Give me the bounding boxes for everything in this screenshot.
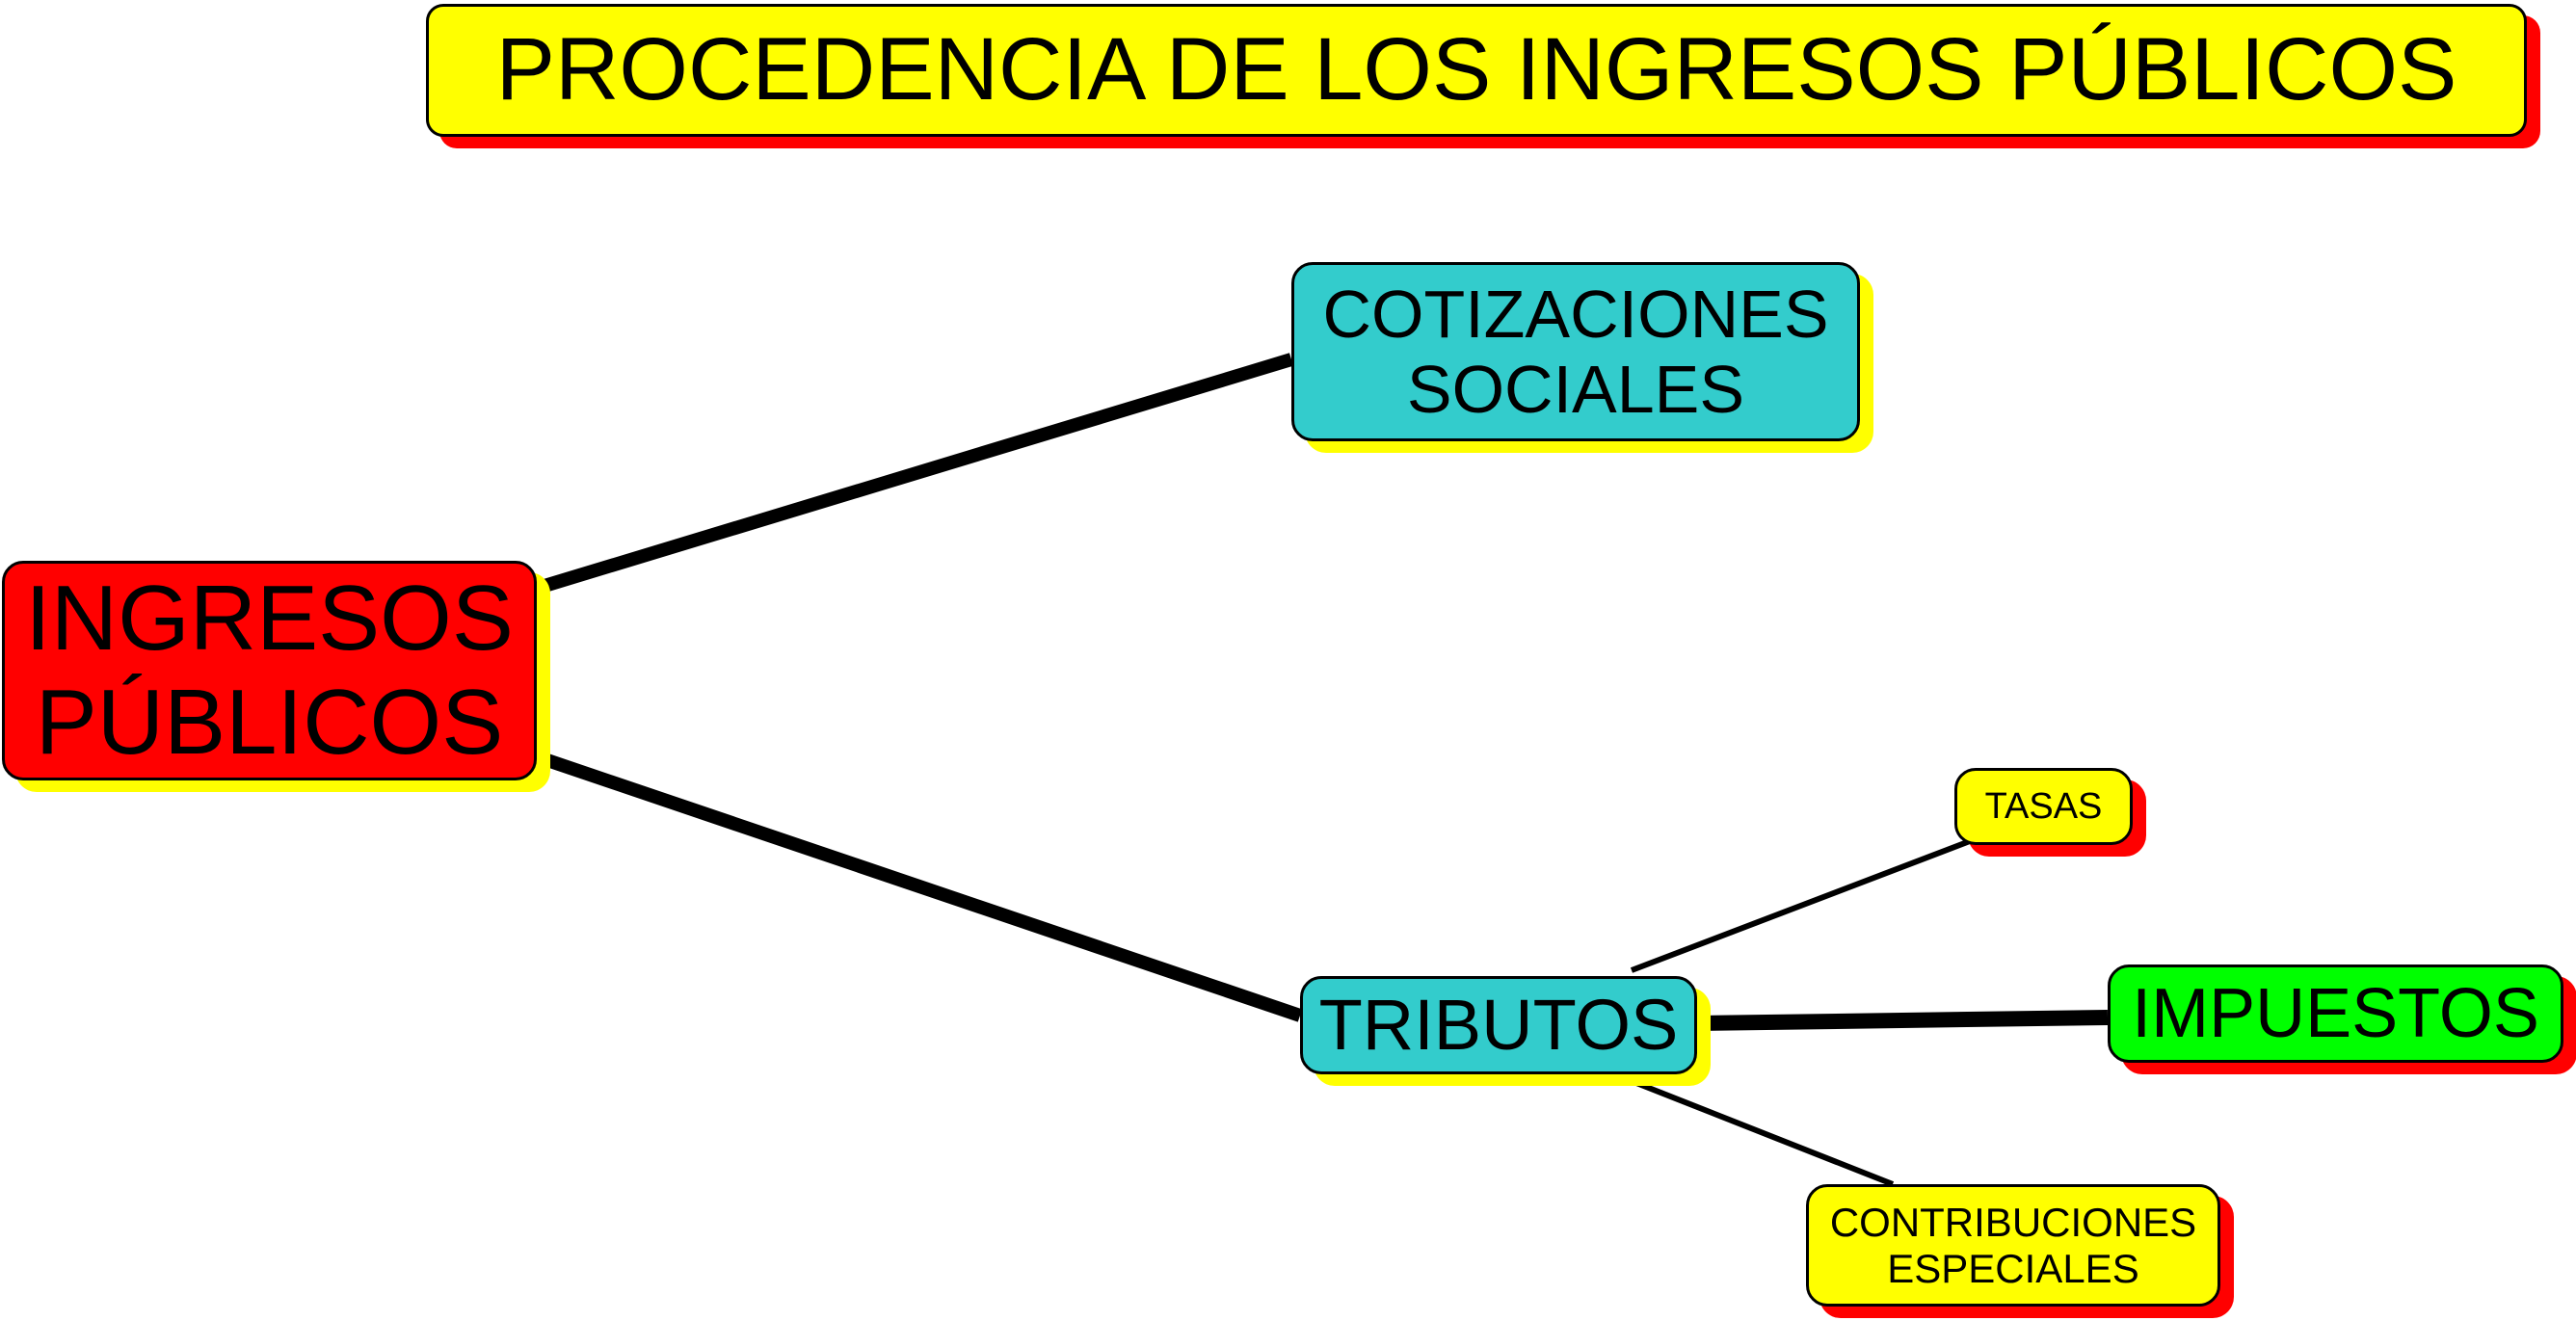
edge-tributos-tasas	[1630, 838, 1972, 973]
node-cotizaciones-line2: SOCIALES	[1406, 352, 1745, 427]
node-cotizaciones-line1: COTIZACIONES	[1322, 276, 1829, 352]
edge-root-cotizaciones	[542, 353, 1294, 593]
page-title-text: PROCEDENCIA DE LOS INGRESOS PÚBLICOS	[495, 20, 2457, 119]
node-impuestos: IMPUESTOS	[2108, 964, 2563, 1063]
node-contribuciones-especiales: CONTRIBUCIONES ESPECIALES	[1806, 1184, 2220, 1307]
node-ingresos-publicos-line1: INGRESOS	[25, 567, 514, 671]
edge-root-tributos	[542, 753, 1303, 1022]
edge-tributos-impuestos	[1696, 1010, 2109, 1031]
node-tributos-label: TRIBUTOS	[1318, 984, 1679, 1065]
node-ingresos-publicos: INGRESOS PÚBLICOS	[2, 561, 537, 780]
node-impuestos-label: IMPUESTOS	[2132, 974, 2539, 1052]
node-tasas-label: TASAS	[1984, 785, 2103, 827]
node-tributos: TRIBUTOS	[1300, 976, 1697, 1074]
node-cotizaciones-sociales: COTIZACIONES SOCIALES	[1291, 262, 1860, 441]
edge-tributos-contribuciones	[1630, 1078, 1895, 1187]
node-contribuciones-line2: ESPECIALES	[1887, 1245, 2139, 1291]
node-contribuciones-line1: CONTRIBUCIONES	[1829, 1200, 2197, 1246]
page-title: PROCEDENCIA DE LOS INGRESOS PÚBLICOS	[426, 4, 2527, 137]
node-ingresos-publicos-line2: PÚBLICOS	[35, 671, 504, 774]
node-tasas: TASAS	[1954, 768, 2133, 845]
